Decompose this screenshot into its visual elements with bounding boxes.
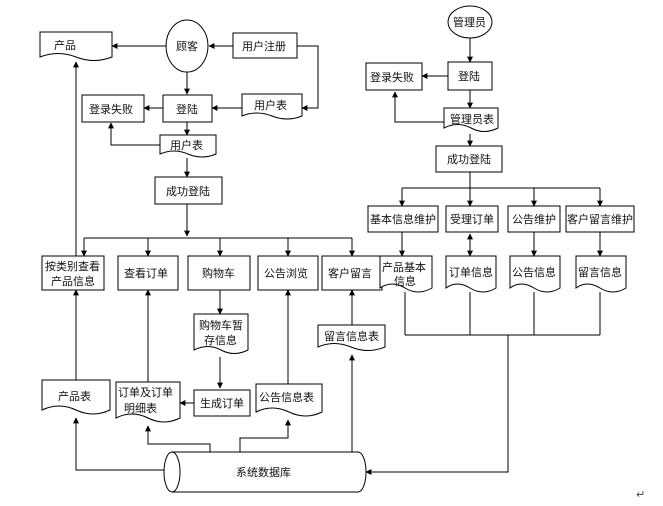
- node-user-table-mid-label: 用户表: [170, 138, 203, 152]
- node-notice-browse-label: 公告浏览: [264, 266, 308, 280]
- node-generate-order: 生成订单: [193, 389, 251, 417]
- node-order-detail: 订单及订单 明细表: [115, 381, 181, 423]
- node-notice-maint: 公告维护: [507, 205, 561, 233]
- node-login-right-label: 登陆: [458, 69, 480, 83]
- node-cart-temp: 购物车暂 存信息: [193, 313, 249, 354]
- node-view-order-label: 查看订单: [124, 266, 168, 280]
- node-admin: 管理员: [447, 5, 493, 39]
- node-notice-browse: 公告浏览: [257, 255, 319, 291]
- node-product-basic-label-1: 产品基本: [382, 260, 426, 274]
- node-basic-info-maint-label: 基本信息维护: [370, 212, 436, 226]
- node-customer-label: 顾客: [176, 39, 198, 53]
- node-shopping-cart: 购物车: [187, 255, 251, 291]
- node-login-success-right: 成功登陆: [435, 145, 503, 173]
- node-admin-table: 管理员表: [443, 107, 499, 132]
- edge-db-to-order-detail: [145, 425, 211, 452]
- node-message-table: 留言信息表: [317, 324, 386, 351]
- node-cart-temp-label-2: 存信息: [204, 333, 237, 347]
- node-accept-order: 受理订单: [445, 205, 499, 233]
- node-customer-message-label: 客户留言: [328, 266, 372, 280]
- node-user-table-mid: 用户表: [159, 134, 217, 158]
- node-login-success-right-label: 成功登陆: [447, 152, 491, 166]
- node-product-basic-label-2: 信息: [394, 274, 416, 288]
- node-message-maint: 客户留言维护: [565, 205, 635, 233]
- node-notice-maint-label: 公告维护: [512, 212, 556, 226]
- node-notice-table-label: 公告信息表: [259, 390, 314, 404]
- node-notice-info-label: 公告信息: [512, 265, 556, 279]
- node-browse-by-category: 按类别查看 产品信息: [41, 255, 105, 291]
- node-order-detail-label-2: 明细表: [124, 401, 157, 415]
- node-product-table-label: 产品表: [58, 389, 91, 403]
- node-product-basic: 产品基本 信息: [379, 255, 433, 293]
- node-order-detail-label-1: 订单及订单: [118, 386, 173, 399]
- node-cart-temp-label-1: 购物车暂: [199, 318, 243, 332]
- node-database: 系统数据库: [163, 451, 367, 493]
- node-accept-order-label: 受理订单: [450, 213, 494, 226]
- node-browse-label-2: 产品信息: [51, 274, 95, 288]
- node-login-right: 登陆: [447, 61, 493, 91]
- node-user-register: 用户注册: [232, 32, 298, 59]
- edge-db-to-product-table: [73, 417, 164, 471]
- node-generate-order-label: 生成订单: [200, 396, 244, 410]
- node-message-info-label: 留言信息: [578, 265, 622, 279]
- node-login-fail-right: 登录失败: [365, 62, 423, 91]
- node-message-maint-label: 客户留言维护: [567, 212, 633, 226]
- nodes: 产品 顾客 用户注册 登录失败 登陆 用户表 用户表: [39, 5, 635, 493]
- node-message-info: 留言信息: [575, 255, 627, 293]
- edge-admin-table-to-fail: [392, 91, 444, 123]
- node-basic-info-maint: 基本信息维护: [367, 205, 439, 233]
- node-customer: 顾客: [165, 19, 209, 73]
- node-database-label: 系统数据库: [236, 465, 291, 479]
- node-view-order: 查看订单: [117, 255, 179, 291]
- node-customer-message: 客户留言: [321, 255, 383, 291]
- node-login-success-left: 成功登陆: [154, 176, 223, 205]
- node-product-table: 产品表: [41, 379, 111, 415]
- edge-db-to-notice-table: [239, 419, 291, 452]
- node-product-label: 产品: [54, 38, 76, 52]
- node-user-table-top: 用户表: [241, 93, 303, 120]
- node-notice-info: 公告信息: [509, 255, 561, 293]
- node-admin-label: 管理员: [453, 15, 486, 29]
- node-login-fail-right-label: 登录失败: [370, 70, 414, 84]
- node-login-success-left-label: 成功登陆: [166, 184, 210, 198]
- node-product: 产品: [39, 31, 113, 61]
- edges: [73, 36, 603, 475]
- edge-user-table-mid-to-login-fail: [108, 122, 160, 146]
- edge-user-register-to-user-table: [297, 45, 319, 111]
- node-order-info: 订单信息: [445, 255, 497, 293]
- node-user-register-label: 用户注册: [242, 39, 286, 53]
- node-login-fail-left-label: 登录失败: [89, 102, 133, 116]
- node-order-info-label: 订单信息: [449, 265, 493, 279]
- node-browse-label-1: 按类别查看: [45, 259, 100, 273]
- node-login-left-label: 登陆: [176, 102, 198, 116]
- node-login-fail-left: 登录失败: [81, 94, 145, 123]
- node-user-table-top-label: 用户表: [254, 98, 287, 112]
- return-mark: ↵: [636, 488, 646, 501]
- edge-bus-to-db: [365, 335, 509, 475]
- node-shopping-cart-label: 购物车: [202, 266, 235, 280]
- node-notice-table: 公告信息表: [255, 383, 323, 417]
- node-admin-table-label: 管理员表: [450, 112, 494, 126]
- node-message-table-label: 留言信息表: [324, 329, 379, 343]
- node-login-left: 登陆: [162, 94, 213, 123]
